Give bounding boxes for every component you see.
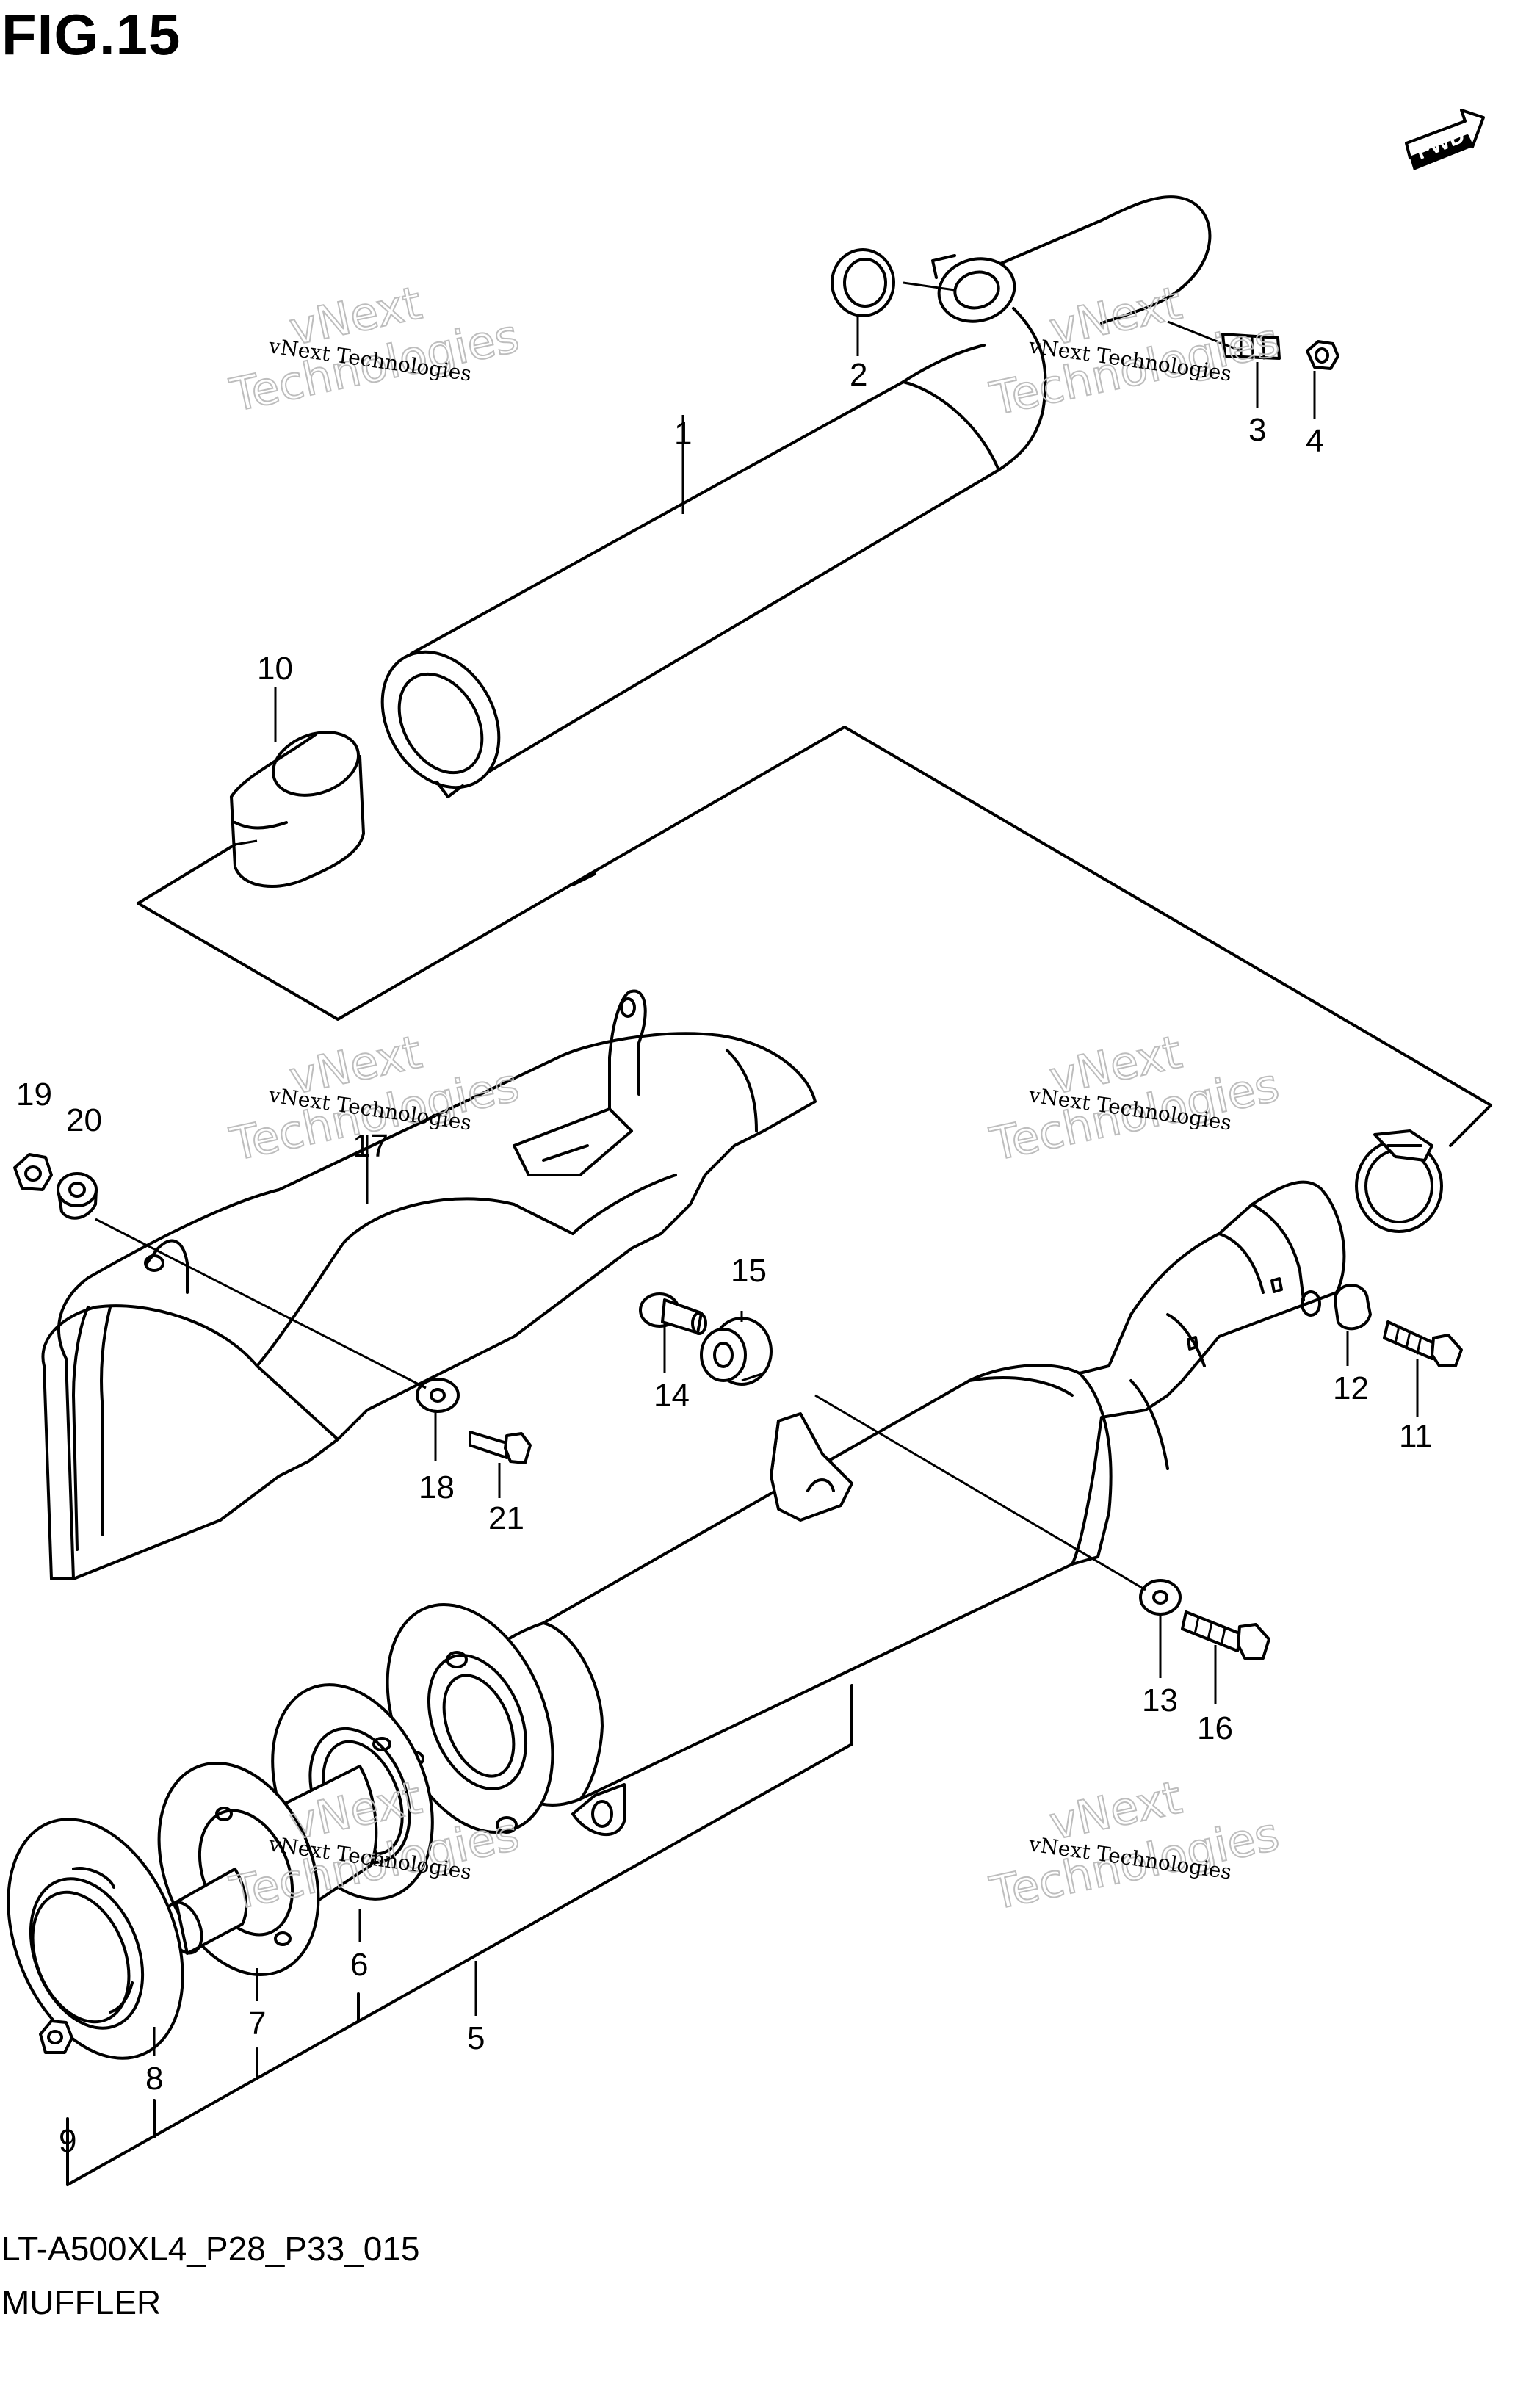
callout-17: 17	[352, 1128, 388, 1164]
callout-21: 21	[488, 1500, 524, 1536]
end-cap-part	[386, 1603, 554, 1834]
callout-11: 11	[1399, 1418, 1433, 1454]
callout-6: 6	[350, 1947, 368, 1983]
hose-clamp-part	[1355, 1129, 1443, 1233]
screw-part-9	[39, 2020, 73, 2054]
fwd-arrow-icon: FWD	[1405, 109, 1485, 170]
assembly-boundary-line	[137, 726, 1492, 1147]
callout-3: 3	[1248, 412, 1266, 448]
assembly-bracket-lines	[66, 1684, 853, 2186]
figure-code: LT-A500XL4_P28_P33_015	[1, 2230, 420, 2268]
callout-13: 13	[1142, 1682, 1178, 1718]
washer-part-18	[416, 1378, 460, 1413]
callout-16: 16	[1197, 1710, 1233, 1746]
heat-shield-part	[41, 989, 817, 1580]
callout-12: 12	[1333, 1370, 1369, 1406]
callout-5: 5	[467, 2020, 485, 2056]
callout-14: 14	[654, 1378, 690, 1414]
leader-lines	[95, 281, 1419, 2056]
callout-8: 8	[145, 2061, 163, 2097]
sleeve-part	[230, 731, 365, 888]
grommet-part-15	[700, 1317, 773, 1386]
callout-4: 4	[1306, 423, 1323, 459]
collar-part-12	[1334, 1284, 1372, 1331]
collar-part-14	[639, 1292, 707, 1335]
exhaust-pipe-part	[380, 195, 1212, 798]
gasket-part	[831, 248, 895, 317]
nut-part-19	[13, 1153, 53, 1191]
bolt-part-16	[1181, 1610, 1270, 1660]
callout-19: 19	[16, 1077, 52, 1113]
callout-7: 7	[248, 2006, 266, 2042]
nut-part	[1306, 340, 1339, 370]
tail-cap-part	[7, 1818, 184, 2060]
callout-18: 18	[419, 1469, 455, 1505]
callout-15: 15	[731, 1253, 767, 1289]
bolt-part-21	[469, 1431, 532, 1464]
callout-10: 10	[257, 651, 293, 687]
callout-20: 20	[66, 1102, 102, 1138]
washer-part-13	[1139, 1579, 1182, 1616]
collar-part-20	[57, 1172, 98, 1220]
callout-2: 2	[850, 357, 867, 393]
spark-arrester-part	[157, 1761, 378, 1977]
callout-1: 1	[674, 416, 692, 452]
figure-title: FIG.15	[1, 2, 181, 67]
callout-numbers: 1 2 3 4 10 19 20 17 15 14 18 21 12 11 13…	[16, 357, 1433, 2159]
stud-bolt-part	[1221, 333, 1281, 360]
muffler-body-part	[473, 1180, 1346, 1836]
bolt-part-11	[1383, 1320, 1463, 1367]
callout-9: 9	[59, 2123, 76, 2159]
figure-name: MUFFLER	[1, 2283, 162, 2321]
